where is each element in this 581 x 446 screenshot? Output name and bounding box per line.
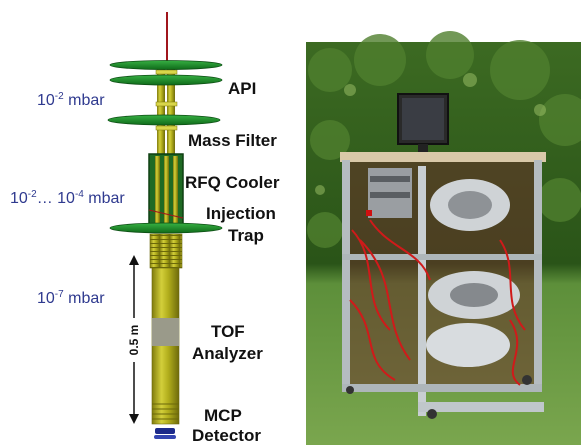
photo-rack: [340, 152, 546, 419]
label-mcp: MCP: [204, 406, 242, 425]
scale-arrow: [129, 255, 139, 424]
label-trap: Trap: [228, 226, 264, 245]
label-detector: Detector: [192, 426, 261, 445]
injection-trap-disk: [109, 222, 223, 234]
label-api: API: [228, 79, 257, 98]
pressure-label-tof: 10-7 mbar: [37, 289, 105, 307]
api-disk-top: [109, 60, 223, 70]
api-disk-bottom: [109, 74, 223, 86]
label-mass-filter: Mass Filter: [188, 131, 277, 150]
tof-ribs-lower: [152, 403, 179, 420]
mcp-detector-block: [155, 428, 175, 434]
rfq-cooler: [148, 153, 184, 227]
upper-tube-stack: [155, 64, 178, 156]
tof-bellows: [149, 233, 183, 269]
tof-gray-marker: [152, 318, 179, 346]
label-tof: TOF: [211, 322, 245, 341]
label-injection: Injection: [206, 204, 276, 223]
instrument-photo: [306, 31, 581, 445]
mass-filter-disk: [107, 114, 221, 126]
instrument-schematic: [107, 12, 223, 439]
pressure-label-rfq: 10-2… 10-4 mbar: [10, 189, 125, 207]
scale-label: 0.5 m: [127, 324, 141, 356]
label-analyzer: Analyzer: [192, 344, 263, 363]
pressure-label-api: 10-2 mbar: [37, 91, 105, 109]
label-rfq-cooler: RFQ Cooler: [185, 173, 280, 192]
